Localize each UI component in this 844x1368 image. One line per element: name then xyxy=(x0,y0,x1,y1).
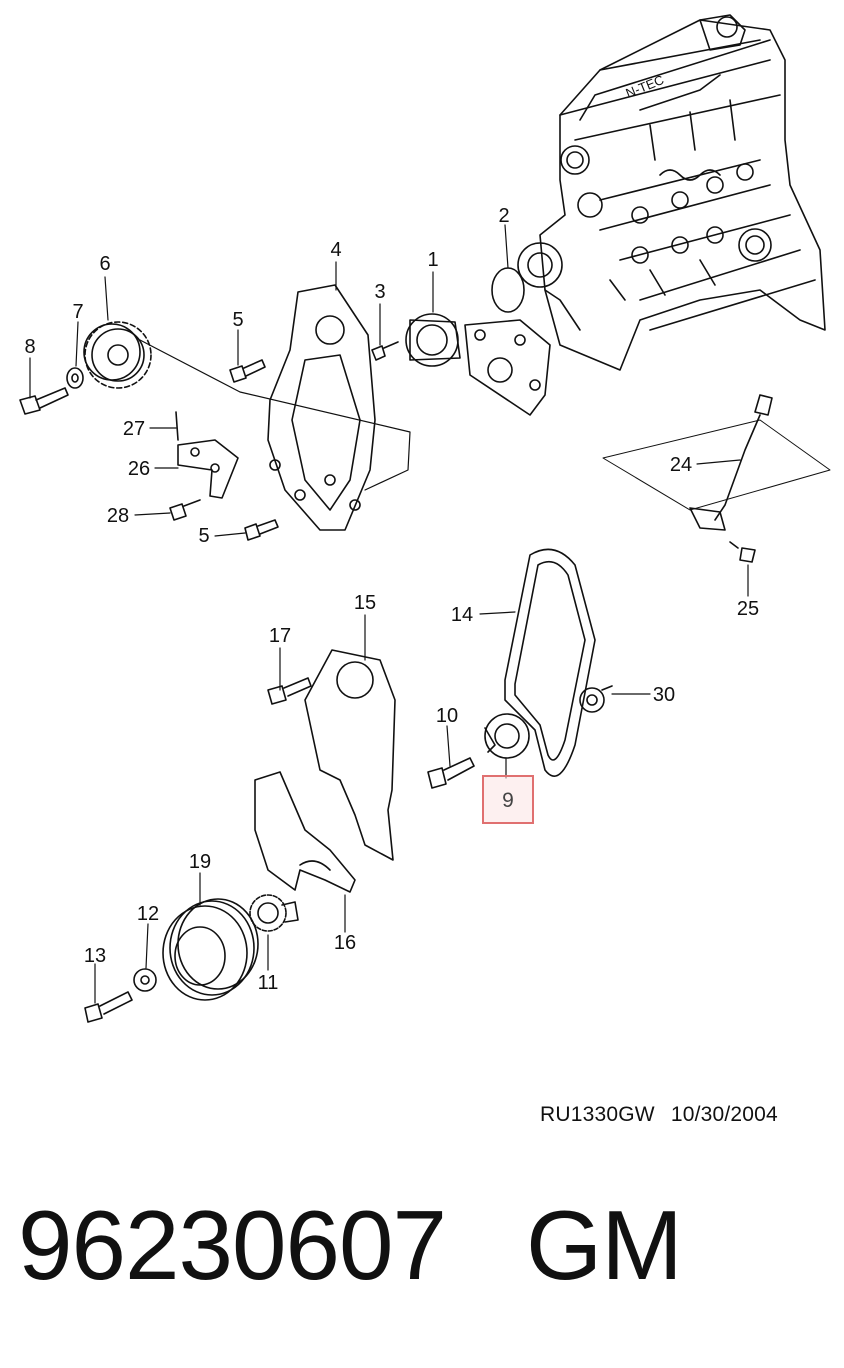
highlight-box[interactable] xyxy=(482,775,534,824)
crank-pulley xyxy=(162,898,259,1001)
callout-14: 14 xyxy=(451,604,473,626)
diagram-reference: RU1330GW 10/30/2004 xyxy=(540,1103,778,1127)
callout-30: 30 xyxy=(653,684,675,706)
callout-17: 17 xyxy=(269,625,291,647)
bracket xyxy=(177,439,239,499)
engine-lettering: N-TEC xyxy=(624,72,666,101)
exploded-parts-diagram: N-TEC xyxy=(19,14,831,1023)
reference-code: RU1330GW xyxy=(540,1103,655,1126)
pulley-washer xyxy=(133,968,157,992)
callout-5-lower: 5 xyxy=(198,525,209,547)
callout-13: 13 xyxy=(84,945,106,967)
stud xyxy=(175,411,179,441)
callout-7: 7 xyxy=(72,301,83,323)
middle-cover xyxy=(304,649,396,861)
callout-26: 26 xyxy=(128,458,150,480)
pump-gasket xyxy=(491,267,525,313)
callout-3: 3 xyxy=(374,281,385,303)
callout-12: 12 xyxy=(137,903,159,925)
camshaft-gear xyxy=(83,321,152,389)
tensioner-bolt xyxy=(427,757,475,789)
tensioner-pulley xyxy=(484,713,530,759)
callout-2: 2 xyxy=(498,205,509,227)
callout-15: 15 xyxy=(354,592,376,614)
upper-timing-cover xyxy=(267,284,376,531)
bolt-17 xyxy=(267,677,312,705)
callout-10: 10 xyxy=(436,705,458,727)
bolt-28 xyxy=(169,499,201,521)
reference-date: 10/30/2004 xyxy=(670,1103,778,1126)
callout-5-upper: 5 xyxy=(232,309,243,331)
timing-belt xyxy=(504,548,596,777)
callout-1: 1 xyxy=(427,249,438,271)
pulley-bolt xyxy=(84,991,133,1023)
crank-sensor xyxy=(689,394,773,531)
leader-lines xyxy=(29,224,831,1004)
callout-25: 25 xyxy=(737,598,759,620)
callout-6: 6 xyxy=(99,253,110,275)
lower-cover xyxy=(254,771,356,893)
bolt-5-lower xyxy=(244,519,279,541)
crank-sprocket xyxy=(249,894,299,932)
brand-name: GM xyxy=(526,1190,683,1300)
callout-28: 28 xyxy=(107,505,129,527)
washer xyxy=(66,367,84,389)
callout-4: 4 xyxy=(330,239,341,261)
callout-labels: 1 2 3 4 5 5 6 7 8 10 11 12 13 14 15 16 1… xyxy=(24,205,759,994)
callout-9[interactable]: 9 xyxy=(502,789,514,812)
bolt-3 xyxy=(371,341,399,361)
callout-27: 27 xyxy=(123,418,145,440)
part-number: 96230607 xyxy=(18,1190,447,1300)
callout-24: 24 xyxy=(670,454,692,476)
idler-pulley xyxy=(579,685,613,713)
engine-block xyxy=(517,14,826,371)
sensor-bolt xyxy=(729,541,756,563)
callout-11: 11 xyxy=(258,972,279,994)
callout-16: 16 xyxy=(334,932,356,954)
water-pump xyxy=(405,313,551,416)
callout-19: 19 xyxy=(189,851,211,873)
callout-8: 8 xyxy=(24,336,35,358)
bolt-5-upper xyxy=(229,359,266,383)
cam-bolt xyxy=(19,387,69,415)
